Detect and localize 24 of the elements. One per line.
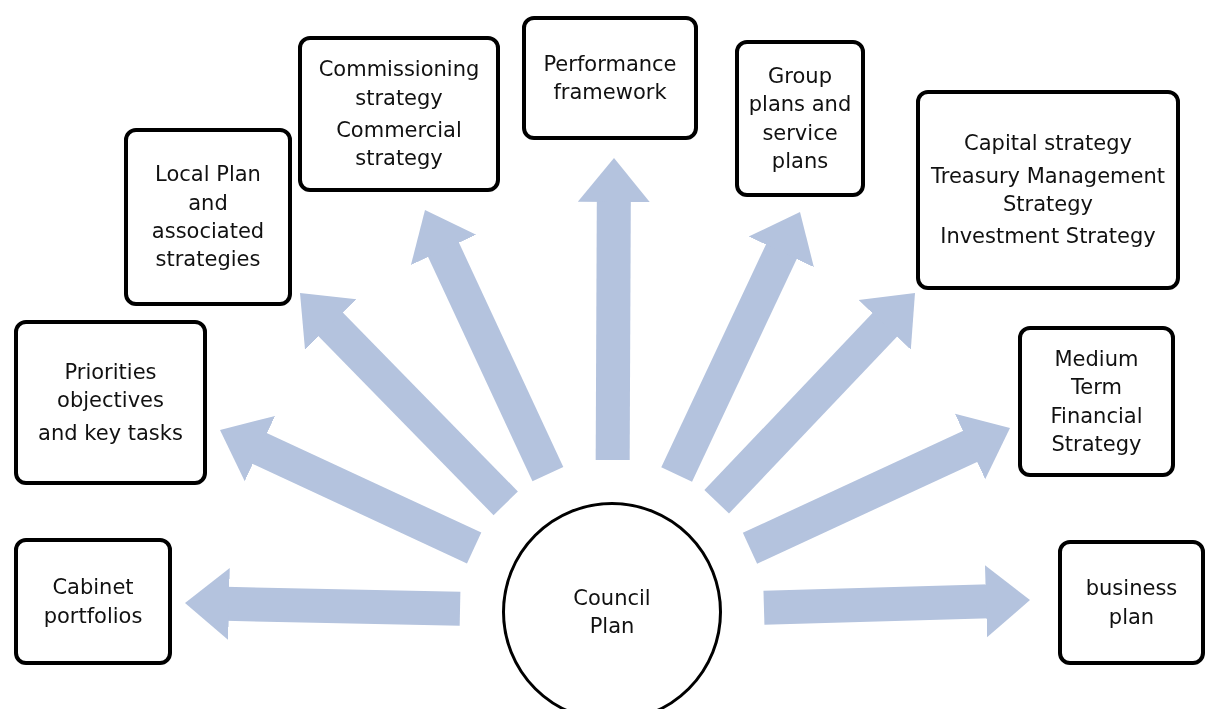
node-text: Treasury Management Strategy	[930, 162, 1166, 218]
plan-box	[1058, 540, 1205, 665]
plan-box	[916, 90, 1180, 290]
node-text: Local Plan and associated strategies	[150, 161, 266, 274]
node-text: business plan	[1084, 575, 1179, 631]
plan-box	[735, 40, 865, 197]
plan-box	[522, 16, 698, 140]
node-text: Commissioning strategy	[317, 56, 481, 112]
node-text: Cabinet portfolios	[42, 574, 144, 630]
node-text: Performance framework	[542, 50, 678, 106]
block-arrow	[185, 567, 461, 640]
block-arrow	[763, 565, 1030, 638]
node-text: Council Plan	[572, 584, 652, 640]
plan-box	[14, 320, 207, 485]
plan-box	[1018, 326, 1175, 477]
node-text: Group plans and service plans	[747, 62, 853, 175]
node-text: Investment Strategy	[940, 223, 1156, 251]
plan-box	[124, 128, 292, 306]
node-text: and key tasks	[38, 419, 183, 447]
node-text: Capital strategy	[964, 130, 1132, 158]
node-text: Commercial strategy	[335, 117, 463, 173]
plan-box	[14, 538, 172, 665]
plan-box	[298, 36, 500, 192]
node-text: Medium Term Financial Strategy	[1049, 345, 1144, 458]
